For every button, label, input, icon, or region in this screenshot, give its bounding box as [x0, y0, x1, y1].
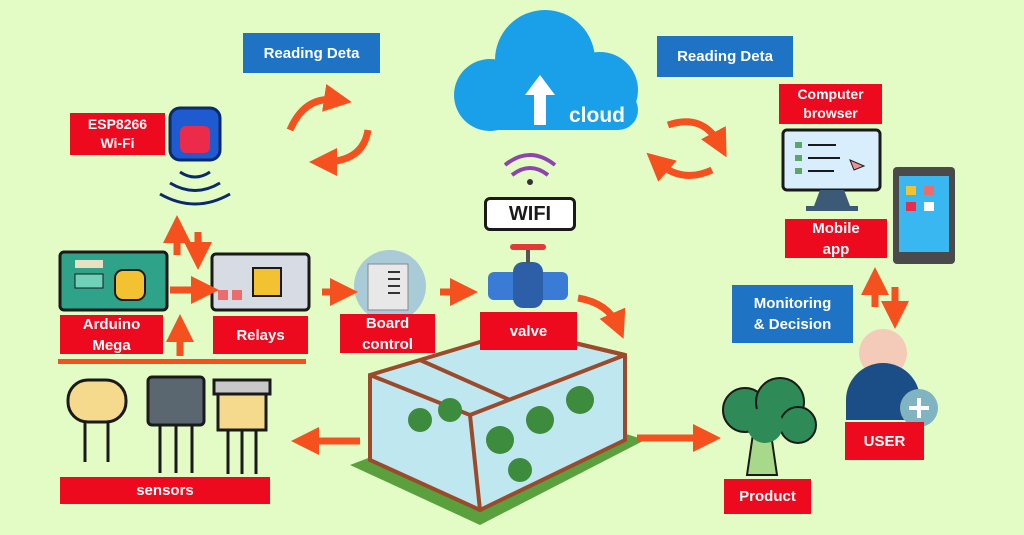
computer-browser-label: Computer browser: [779, 84, 882, 124]
esp8266-label: ESP8266 Wi-Fi: [70, 113, 165, 155]
product-label: Product: [724, 479, 811, 514]
cloud-icon: [454, 10, 638, 131]
relays-label: Relays: [213, 316, 308, 354]
arduino-mega-label: Arduino Mega: [60, 315, 163, 354]
valve-label: valve: [480, 312, 577, 350]
board-control-icon: [354, 250, 426, 322]
arrow-valve-to-greenhouse: [577, 294, 626, 339]
greenhouse-icon: [350, 327, 645, 525]
relays-icon: [210, 252, 311, 312]
flow-arrows: [163, 84, 909, 455]
cycle-arrow-right-bottom: [646, 152, 714, 182]
wifi-signal-icon: [503, 153, 557, 185]
mobile-tablet-icon: [893, 167, 955, 264]
board-control-label: Board control: [340, 314, 435, 353]
esp8266-icon: [159, 106, 231, 206]
user-avatar-icon: [846, 329, 938, 427]
computer-icon: [781, 128, 882, 211]
reading-data-right-label: Reading Deta: [657, 36, 793, 77]
broccoli-product-icon: [722, 377, 817, 476]
sensors-label: sensors: [60, 477, 270, 504]
monitoring-decision-label: Monitoring & Decision: [732, 285, 853, 343]
cycle-arrow-left-bottom: [309, 129, 372, 176]
wifi-label: WIFI: [484, 197, 576, 231]
cloud-label: cloud: [569, 103, 625, 127]
divider-line: [58, 359, 306, 364]
reading-data-left-label: Reading Deta: [243, 33, 380, 73]
cycle-arrow-right-top: [666, 118, 727, 158]
arduino-mega-icon: [58, 250, 169, 312]
sensors-icon: [66, 375, 272, 474]
cycle-arrow-left-top: [286, 84, 352, 132]
valve-icon: [488, 244, 568, 308]
user-label: USER: [845, 422, 924, 460]
mobile-app-label: Mobile app: [785, 219, 887, 258]
